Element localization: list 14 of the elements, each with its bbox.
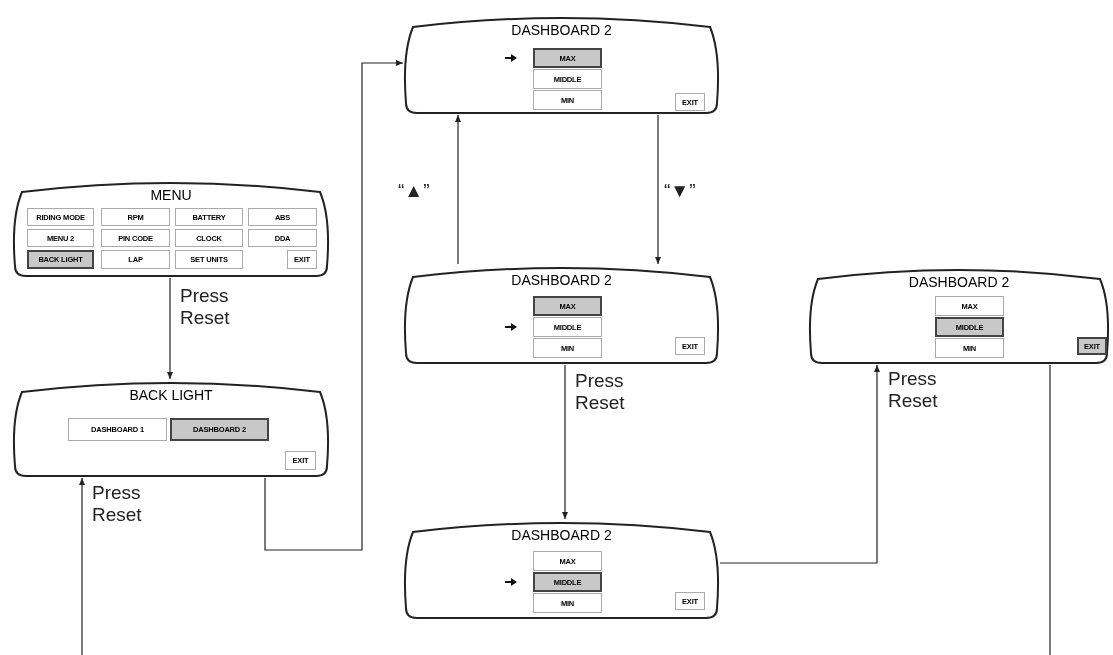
arrow xyxy=(655,114,661,265)
connector-line xyxy=(1049,364,1051,655)
screen-title: MENU xyxy=(150,187,192,203)
arrow xyxy=(719,364,880,564)
arrow xyxy=(562,364,568,520)
screen-title: BACK LIGHT xyxy=(129,387,213,403)
arrow xyxy=(167,277,173,380)
arrow xyxy=(455,114,461,265)
arrow xyxy=(264,60,404,551)
arrow xyxy=(79,477,85,655)
screen-title: DASHBOARD 2 xyxy=(511,272,612,288)
screen-title: DASHBOARD 2 xyxy=(908,274,1010,290)
screen-title: DASHBOARD 2 xyxy=(511,22,612,38)
screen-title: DASHBOARD 2 xyxy=(511,527,612,543)
